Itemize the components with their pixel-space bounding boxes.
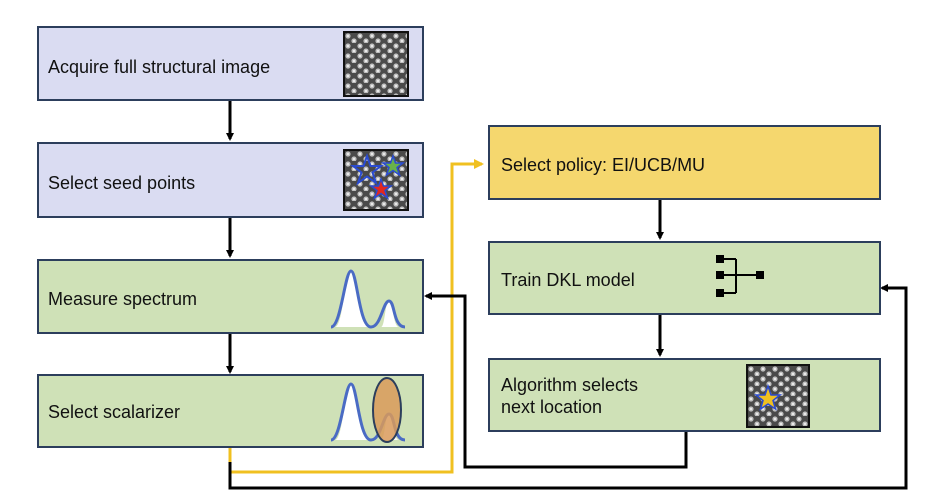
algorithm-step-label: Algorithm selects next location xyxy=(501,375,639,417)
train-step-box: Train DKL model xyxy=(488,241,881,315)
train-step-label: Train DKL model xyxy=(501,270,635,290)
measure-step-label: Measure spectrum xyxy=(48,289,198,309)
blue-star-icon xyxy=(350,152,384,186)
seed-step-box: Select seed points xyxy=(37,142,424,218)
algorithm-step-box: Algorithm selects next location xyxy=(488,358,881,432)
atomic-image-icon xyxy=(343,31,409,97)
policy-step-label: Select policy: EI/UCB/MU xyxy=(501,155,706,175)
acquire-step-label: Acquire full structural image xyxy=(48,57,271,77)
neural-network-icon xyxy=(716,255,764,297)
measure-step-box: Measure spectrum xyxy=(37,259,424,334)
scalarizer-step-label: Select scalarizer xyxy=(48,402,181,422)
spectrum-icon xyxy=(330,269,406,329)
seed-image-with-stars-icon xyxy=(343,149,409,211)
arrow-scalarizer-to-train xyxy=(228,284,908,490)
scalarizer-step-box: Select scalarizer xyxy=(37,374,424,448)
yellow-star-icon xyxy=(753,383,783,411)
seed-step-label: Select seed points xyxy=(48,173,196,193)
next-location-image-icon xyxy=(746,364,810,428)
acquire-step-box: Acquire full structural image xyxy=(37,26,424,101)
policy-step-box: Select policy: EI/UCB/MU xyxy=(488,125,881,200)
arrow-algorithm-to-measure xyxy=(424,292,688,469)
scalarizer-ellipse-icon xyxy=(372,377,402,443)
scalarizer-icon xyxy=(330,377,406,443)
red-star-icon xyxy=(368,176,394,200)
green-star-icon xyxy=(380,153,406,177)
